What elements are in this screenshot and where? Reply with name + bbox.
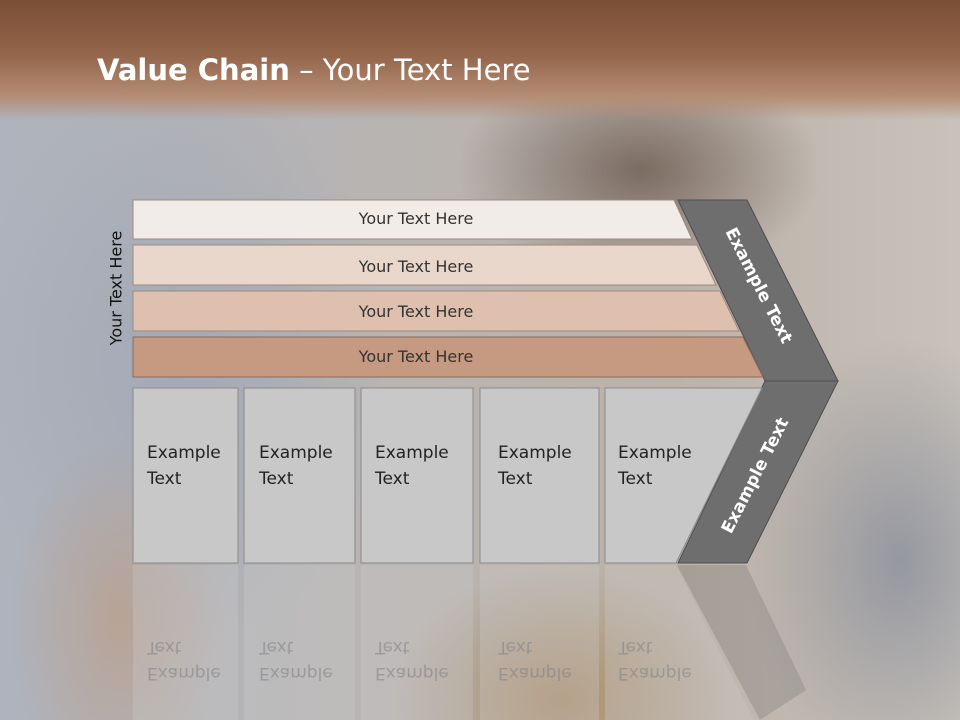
- cell-text-3: Example Text: [498, 440, 572, 492]
- cell-3[interactable]: [479, 387, 600, 564]
- cell-text-1: Example Text: [259, 440, 333, 492]
- bar-label-1: Your Text Here: [358, 257, 474, 276]
- reflection-cell: [480, 565, 599, 720]
- title-rest: – Your Text Here: [289, 53, 531, 87]
- reflection-chevron: [677, 565, 806, 720]
- cell-text-4: Example Text: [618, 440, 692, 492]
- title-banner: [0, 0, 960, 120]
- cell-1[interactable]: [243, 387, 356, 564]
- cell-0[interactable]: [132, 387, 239, 564]
- cell-text-line2: Text: [147, 469, 182, 489]
- cell-text-reflection: Example Text: [375, 637, 449, 683]
- cell-2[interactable]: [360, 387, 474, 564]
- bar-2[interactable]: Your Text Here: [132, 290, 740, 332]
- cell-text-line2: Text: [498, 469, 533, 489]
- cell-text-reflection: Example Text: [618, 637, 692, 683]
- title-bold: Value Chain: [97, 53, 290, 87]
- cell-text-reflection: Example Text: [498, 637, 572, 683]
- reflection-cell: [361, 565, 473, 720]
- cells-reflection: [133, 565, 806, 720]
- cell-text-line1: Example: [498, 443, 572, 463]
- reflection-cell: [133, 565, 238, 720]
- reflection-cell: [244, 565, 355, 720]
- slide-title[interactable]: Value Chain – Your Text Here: [97, 53, 531, 87]
- cell-text-line1: Example: [375, 443, 449, 463]
- cell-text-2: Example Text: [375, 440, 449, 492]
- chevron-bottom[interactable]: [677, 380, 839, 564]
- reflection-cell: [605, 565, 754, 720]
- bar-label-2: Your Text Here: [358, 302, 474, 321]
- bar-label-3: Your Text Here: [358, 347, 474, 366]
- cell-text-line1: Example: [259, 443, 333, 463]
- cell-4[interactable]: [604, 387, 763, 564]
- cell-text-reflection: Example Text: [147, 637, 221, 683]
- bar-1[interactable]: Your Text Here: [132, 244, 717, 286]
- cell-text-reflection: Example Text: [259, 637, 333, 683]
- bar-0[interactable]: Your Text Here: [132, 199, 693, 240]
- cell-text-line1: Example: [147, 443, 221, 463]
- bar-3[interactable]: Your Text Here: [132, 336, 764, 378]
- cell-text-0: Example Text: [147, 440, 221, 492]
- cell-text-line1: Example: [618, 443, 692, 463]
- bar-label-0: Your Text Here: [358, 209, 474, 228]
- cell-text-line2: Text: [618, 469, 653, 489]
- cell-text-line2: Text: [375, 469, 410, 489]
- cell-text-line2: Text: [259, 469, 294, 489]
